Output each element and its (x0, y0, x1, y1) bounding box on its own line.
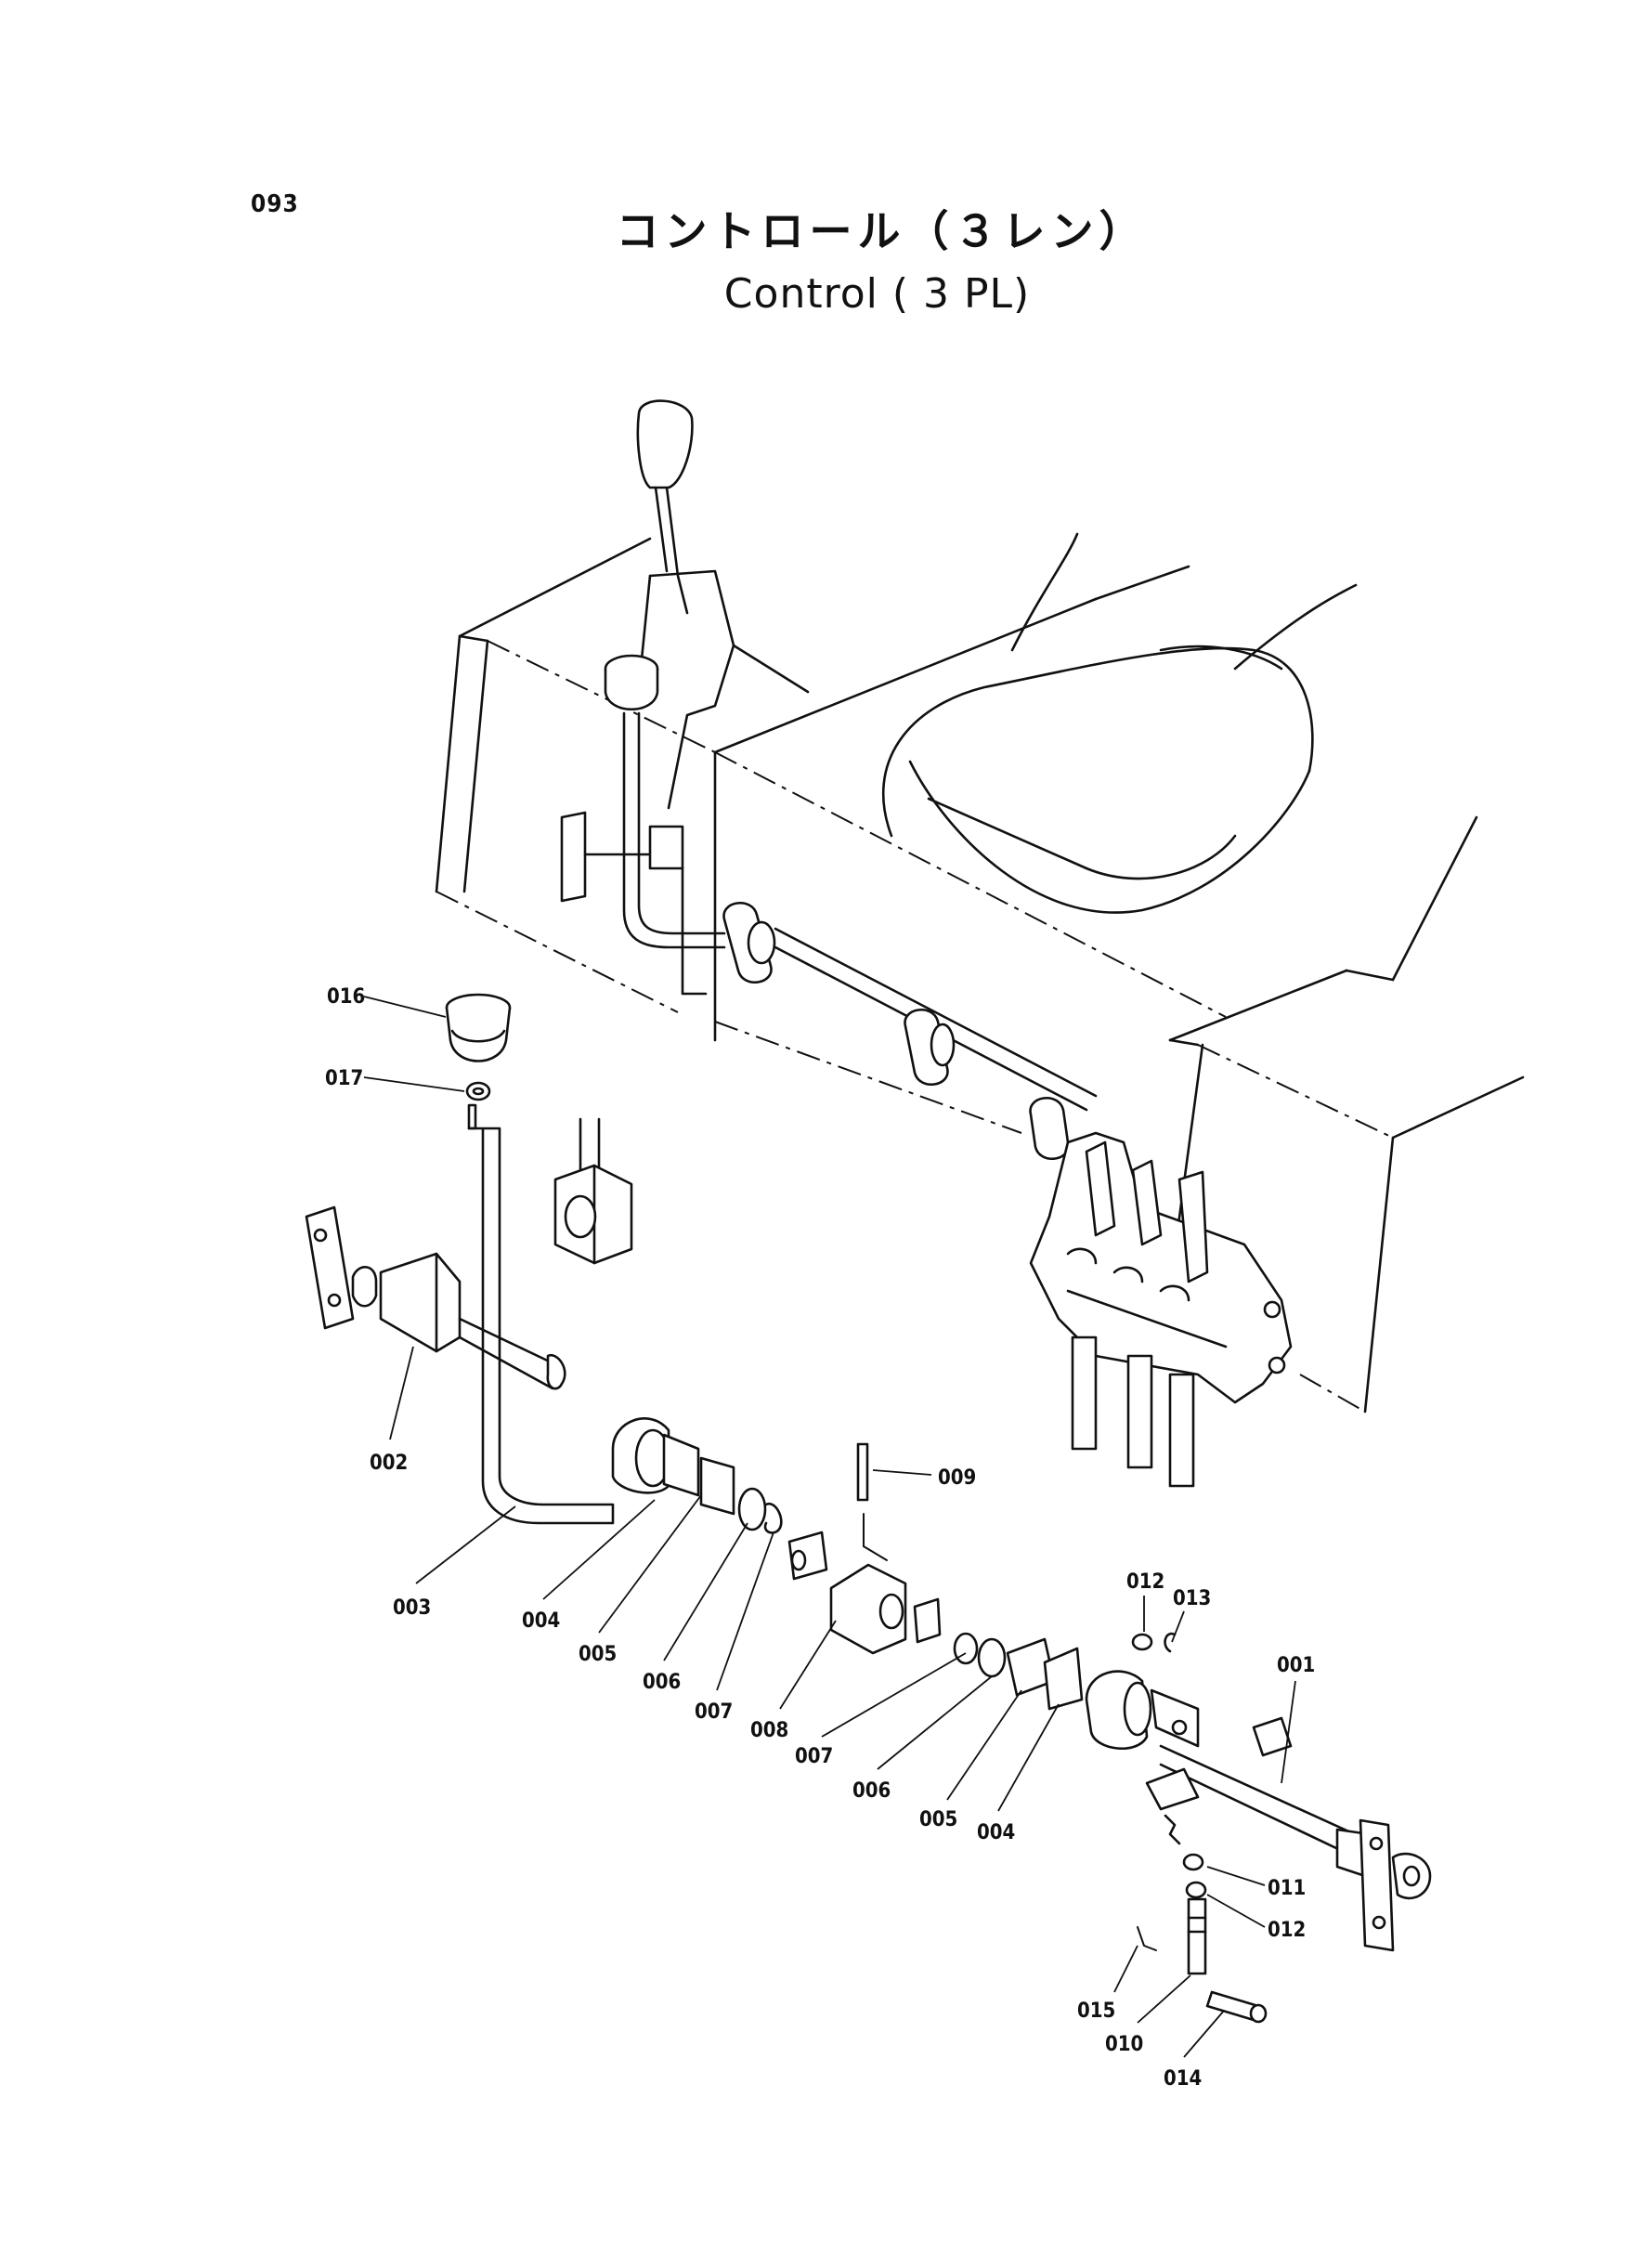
shaft-001 (1085, 1670, 1432, 1952)
control-rod-installed (722, 901, 1098, 1161)
rod-end-parts (1137, 1767, 1268, 2024)
guide-block (553, 1117, 633, 1265)
page-number: 093 (251, 190, 299, 218)
knob-016 (445, 993, 512, 1062)
bushing-set-right (953, 1632, 1084, 1711)
title-japanese: コントロール（３レン） (616, 206, 1148, 256)
callout-003: 003 (393, 1596, 431, 1620)
callout-006-right: 006 (852, 1779, 891, 1803)
shaft-bracket-002 (305, 1205, 566, 1390)
callout-017: 017 (325, 1067, 363, 1090)
callout-013: 013 (1173, 1587, 1211, 1610)
machine-body (435, 537, 1525, 1414)
callout-006-left: 006 (643, 1671, 681, 1694)
lever-003 (467, 1103, 615, 1525)
callout-008: 008 (750, 1719, 788, 1742)
callout-009: 009 (938, 1466, 976, 1490)
callout-005-right: 005 (919, 1808, 957, 1831)
callout-007-right: 007 (795, 1745, 833, 1768)
callout-002: 002 (370, 1452, 408, 1475)
title-block: コントロール（３レン） Control ( 3 PL) (0, 206, 1652, 319)
coupler-008 (787, 1531, 942, 1655)
control-valve-block (1029, 1131, 1293, 1488)
gear-lever (636, 399, 810, 810)
callout-leaders (363, 996, 1296, 2058)
control-lever-installed (560, 654, 726, 996)
callout-011: 011 (1268, 1877, 1306, 1900)
callout-015: 015 (1077, 2000, 1115, 2023)
seat (881, 532, 1358, 914)
nut-washer-012-013 (1131, 1632, 1177, 1653)
callout-016: 016 (327, 985, 365, 1009)
callout-012-bottom: 012 (1268, 1919, 1306, 1942)
callout-004-right: 004 (977, 1821, 1015, 1844)
title-english: Control ( 3 PL) (723, 270, 1031, 319)
pin-009 (856, 1442, 888, 1561)
callout-labels: 016 017 002 003 004 005 006 007 008 009 … (325, 985, 1315, 2091)
callout-014: 014 (1164, 2067, 1202, 2091)
nut-017 (465, 1081, 491, 1101)
callout-005-left: 005 (579, 1643, 617, 1666)
callout-012-top: 012 (1126, 1570, 1164, 1594)
callout-010: 010 (1105, 2033, 1143, 2056)
callout-007-left: 007 (695, 1700, 733, 1724)
callout-001: 001 (1277, 1654, 1315, 1677)
callout-004-left: 004 (522, 1609, 560, 1633)
bushing-set-left (611, 1417, 783, 1534)
